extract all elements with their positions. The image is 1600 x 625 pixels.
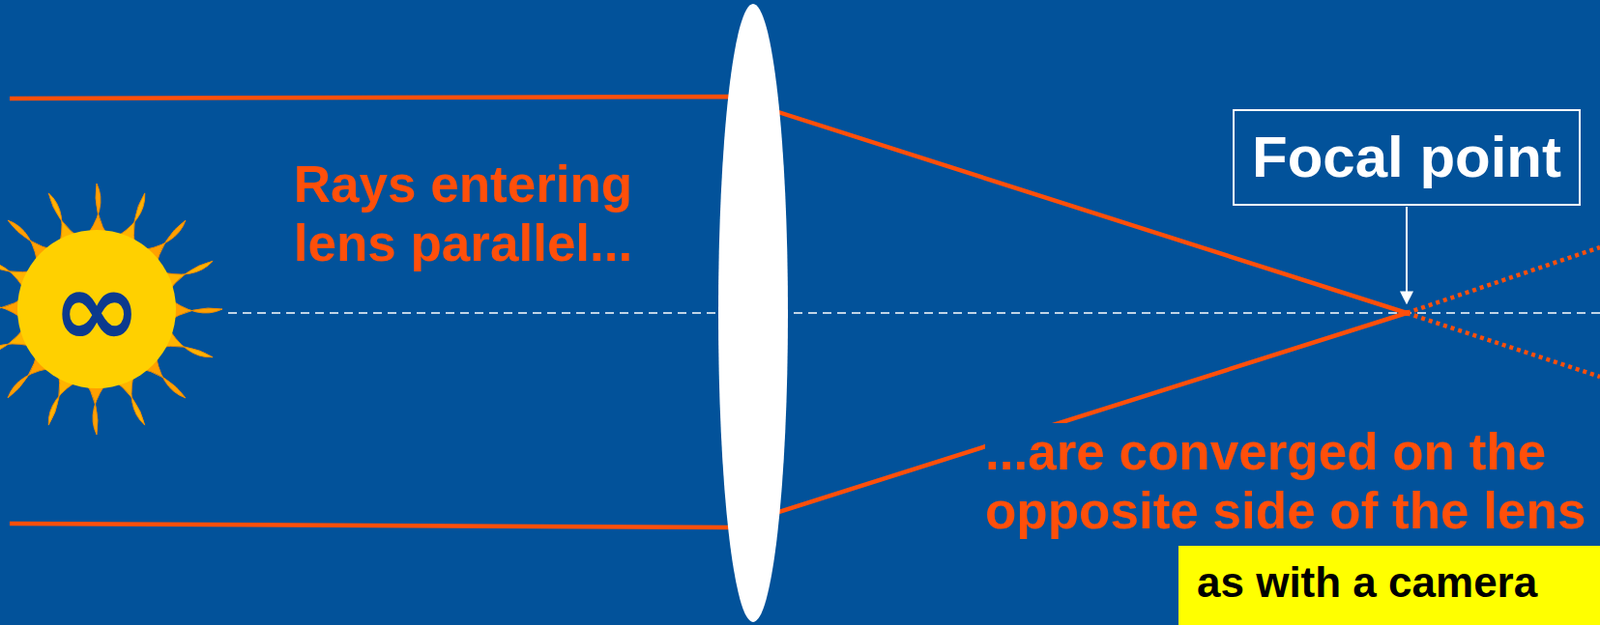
focal-point-box: Focal point: [1232, 109, 1581, 206]
upper-ray: [9, 96, 1407, 314]
note-text: Rays entering lens parallel...: [293, 155, 634, 272]
optical-axis: [228, 312, 1600, 315]
node-text: as with a camera: [1196, 553, 1582, 612]
leader-arrow: [1405, 206, 1408, 304]
focal-dot: [1403, 310, 1410, 317]
sun-disk: [17, 230, 176, 389]
convex-lens: [718, 3, 788, 623]
converged-note: ...are converged on the opposite side of…: [985, 422, 1591, 541]
node-text: Focal point: [1251, 122, 1562, 193]
note-text: ...are converged on the opposite side of…: [985, 423, 1586, 540]
sun-symbol: ∞: [0, 179, 227, 439]
diverging-ray-lower: [1406, 313, 1600, 378]
rays-entering-note: Rays entering lens parallel...: [260, 154, 667, 273]
diverging-ray-upper: [1406, 247, 1600, 314]
infinity-symbol: ∞: [52, 256, 142, 363]
highlight-box: as with a camera: [1178, 546, 1600, 625]
